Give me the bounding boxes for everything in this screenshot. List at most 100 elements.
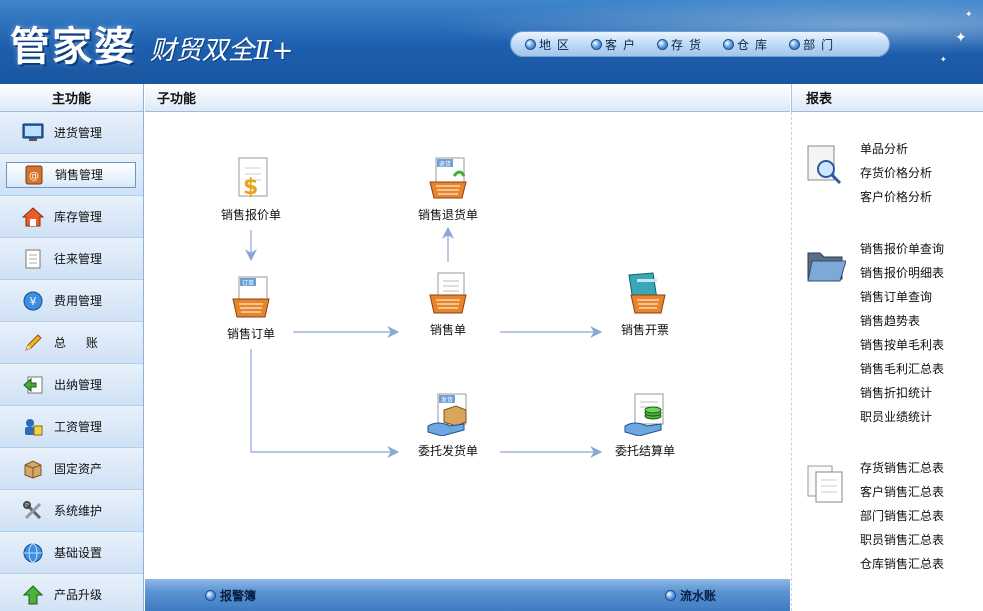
- report-link-customer-price-analysis[interactable]: 客户价格分析: [860, 190, 933, 204]
- radio-dot-icon: [591, 38, 603, 50]
- sidebar-item-label: 工资管理: [54, 420, 103, 434]
- nav-customer[interactable]: 客户: [591, 36, 641, 53]
- report-link-stock-sales-summary[interactable]: 存货销售汇总表: [860, 461, 945, 475]
- logo-subtitle: 财贸双全Ⅱ+: [150, 36, 294, 66]
- nav-inventory[interactable]: 存货: [657, 36, 707, 53]
- report-link-staff-sales-summary[interactable]: 职员销售汇总表: [860, 533, 945, 547]
- sidebar-title: 主功能: [0, 84, 143, 112]
- sidebar-item-label: 进货管理: [54, 126, 103, 140]
- sidebar-item-label: 库存管理: [54, 210, 103, 224]
- report-links: 销售报价单查询 销售报价明细表 销售订单查询 销售趋势表 销售按单毛利表 销售毛…: [860, 237, 944, 429]
- sparkle-icon: ✦: [955, 30, 967, 46]
- invoice-basket-icon: [623, 271, 667, 315]
- nav-warehouse[interactable]: 仓库: [723, 36, 773, 53]
- quote-document-icon: $: [229, 156, 273, 200]
- report-link-quote-query[interactable]: 销售报价单查询: [860, 242, 945, 256]
- flow-node-consignment-settlement[interactable]: 委托结算单: [590, 392, 700, 459]
- flow-node-sales-order[interactable]: 订单 销售订单: [196, 275, 306, 342]
- radio-dot-icon: [525, 38, 536, 50]
- contacts-book-icon: @: [23, 164, 45, 186]
- sidebar-item-maintenance[interactable]: 系统维护: [0, 490, 143, 532]
- house-icon: [22, 206, 44, 228]
- journal-label: 流水账: [680, 588, 717, 603]
- report-links: 存货销售汇总表 客户销售汇总表 部门销售汇总表 职员销售汇总表 仓库销售汇总表: [860, 456, 944, 576]
- documents-icon: [806, 464, 844, 504]
- radio-dot-icon: [665, 589, 676, 601]
- sidebar-item-assets[interactable]: 固定资产: [0, 448, 143, 490]
- logo-main: 管家婆: [10, 23, 136, 70]
- sidebar-item-label: 出纳管理: [54, 378, 103, 392]
- flow-node-sales-invoice[interactable]: 销售开票: [590, 271, 700, 338]
- report-link-customer-sales-summary[interactable]: 客户销售汇总表: [860, 485, 945, 499]
- report-link-warehouse-sales-summary[interactable]: 仓库销售汇总表: [860, 557, 945, 571]
- alarm-book-button[interactable]: 报警簿: [205, 587, 256, 604]
- sales-basket-icon: [426, 271, 470, 315]
- pencil-icon: [22, 332, 44, 354]
- app-header: 管家婆 财贸双全Ⅱ+ ✦ ✦ ✦ 地区 客户 存货 仓库 部门: [0, 0, 983, 84]
- flow-node-sales-slip[interactable]: 销售单: [393, 271, 503, 338]
- report-link-order-query[interactable]: 销售订单查询: [860, 290, 933, 304]
- sidebar-item-ledger[interactable]: 总 账: [0, 322, 143, 364]
- sidebar-item-basic-settings[interactable]: 基础设置: [0, 532, 143, 574]
- flow-node-label: 委托发货单: [417, 444, 478, 458]
- sidebar-item-upgrade[interactable]: 产品升级: [0, 574, 143, 611]
- report-link-sales-trend[interactable]: 销售趋势表: [860, 314, 921, 328]
- nav-label: 存货: [671, 37, 708, 52]
- flow-node-sales-return[interactable]: 退货 销售退货单: [393, 156, 503, 223]
- report-link-profit-by-slip[interactable]: 销售按单毛利表: [860, 338, 945, 352]
- nav-region[interactable]: 地区: [525, 36, 575, 53]
- radio-dot-icon: [657, 38, 669, 50]
- nav-label: 地区: [539, 37, 576, 52]
- report-link-staff-performance[interactable]: 职员业绩统计: [860, 410, 933, 424]
- reports-header: 报表: [791, 84, 983, 112]
- monitor-icon: [22, 122, 44, 144]
- report-link-stock-price-analysis[interactable]: 存货价格分析: [860, 166, 933, 180]
- flow-node-sales-quote[interactable]: $ 销售报价单: [196, 156, 306, 223]
- top-nav-bar: 地区 客户 存货 仓库 部门: [510, 31, 890, 57]
- sidebar-item-expense[interactable]: ¥ 费用管理: [0, 280, 143, 322]
- sidebar-item-payroll[interactable]: 工资管理: [0, 406, 143, 448]
- sidebar-item-label: 基础设置: [54, 546, 103, 560]
- sidebar-item-label: 产品升级: [54, 588, 103, 602]
- flow-node-label: 销售单: [429, 323, 466, 337]
- sidebar-item-purchase[interactable]: 进货管理: [0, 112, 143, 154]
- svg-text:@: @: [29, 171, 39, 182]
- report-link-item-analysis[interactable]: 单品分析: [860, 142, 909, 156]
- notebook-icon: [22, 248, 44, 270]
- sidebar-item-cashier[interactable]: 出纳管理: [0, 364, 143, 406]
- settlement-coins-icon: [623, 392, 667, 437]
- nav-label: 仓库: [737, 37, 774, 52]
- radio-dot-icon: [723, 38, 735, 50]
- sidebar-item-sales[interactable]: @ 销售管理: [0, 154, 143, 196]
- nav-department[interactable]: 部门: [789, 36, 839, 53]
- order-basket-icon: 订单: [229, 275, 273, 319]
- nav-label: 部门: [803, 37, 840, 52]
- svg-text:发货: 发货: [441, 396, 453, 404]
- flow-node-label: 委托结算单: [614, 444, 675, 458]
- tools-icon: [22, 500, 44, 522]
- consignment-box-icon: 发货: [426, 392, 470, 437]
- sidebar-item-label: 系统维护: [54, 504, 103, 518]
- return-basket-icon: 退货: [426, 156, 470, 200]
- radio-dot-icon: [789, 38, 801, 50]
- globe-icon: [22, 542, 44, 564]
- flow-node-label: 销售退货单: [417, 208, 478, 222]
- report-link-quote-detail[interactable]: 销售报价明细表: [860, 266, 945, 280]
- report-link-profit-summary[interactable]: 销售毛利汇总表: [860, 362, 945, 376]
- sidebar-item-label: 往来管理: [54, 252, 103, 266]
- svg-text:退货: 退货: [439, 160, 451, 168]
- report-link-discount-stats[interactable]: 销售折扣统计: [860, 386, 933, 400]
- folder-icon: [806, 245, 847, 285]
- sales-flow-panel: $ 销售报价单 退货 销售退货单 订单 销售订单 销售单 销售开票 发货 委托: [145, 112, 790, 579]
- sidebar-item-label: 销售管理: [55, 168, 104, 182]
- sidebar-item-stock[interactable]: 库存管理: [0, 196, 143, 238]
- svg-text:订单: 订单: [242, 279, 254, 287]
- svg-text:¥: ¥: [30, 295, 37, 308]
- alarm-book-label: 报警簿: [220, 588, 257, 603]
- report-link-department-sales-summary[interactable]: 部门销售汇总表: [860, 509, 945, 523]
- sidebar-item-accounts[interactable]: 往来管理: [0, 238, 143, 280]
- flow-node-label: 销售订单: [226, 327, 275, 341]
- flow-arrows: [245, 226, 603, 458]
- flow-node-consignment-delivery[interactable]: 发货 委托发货单: [393, 392, 503, 459]
- journal-button[interactable]: 流水账: [665, 587, 716, 604]
